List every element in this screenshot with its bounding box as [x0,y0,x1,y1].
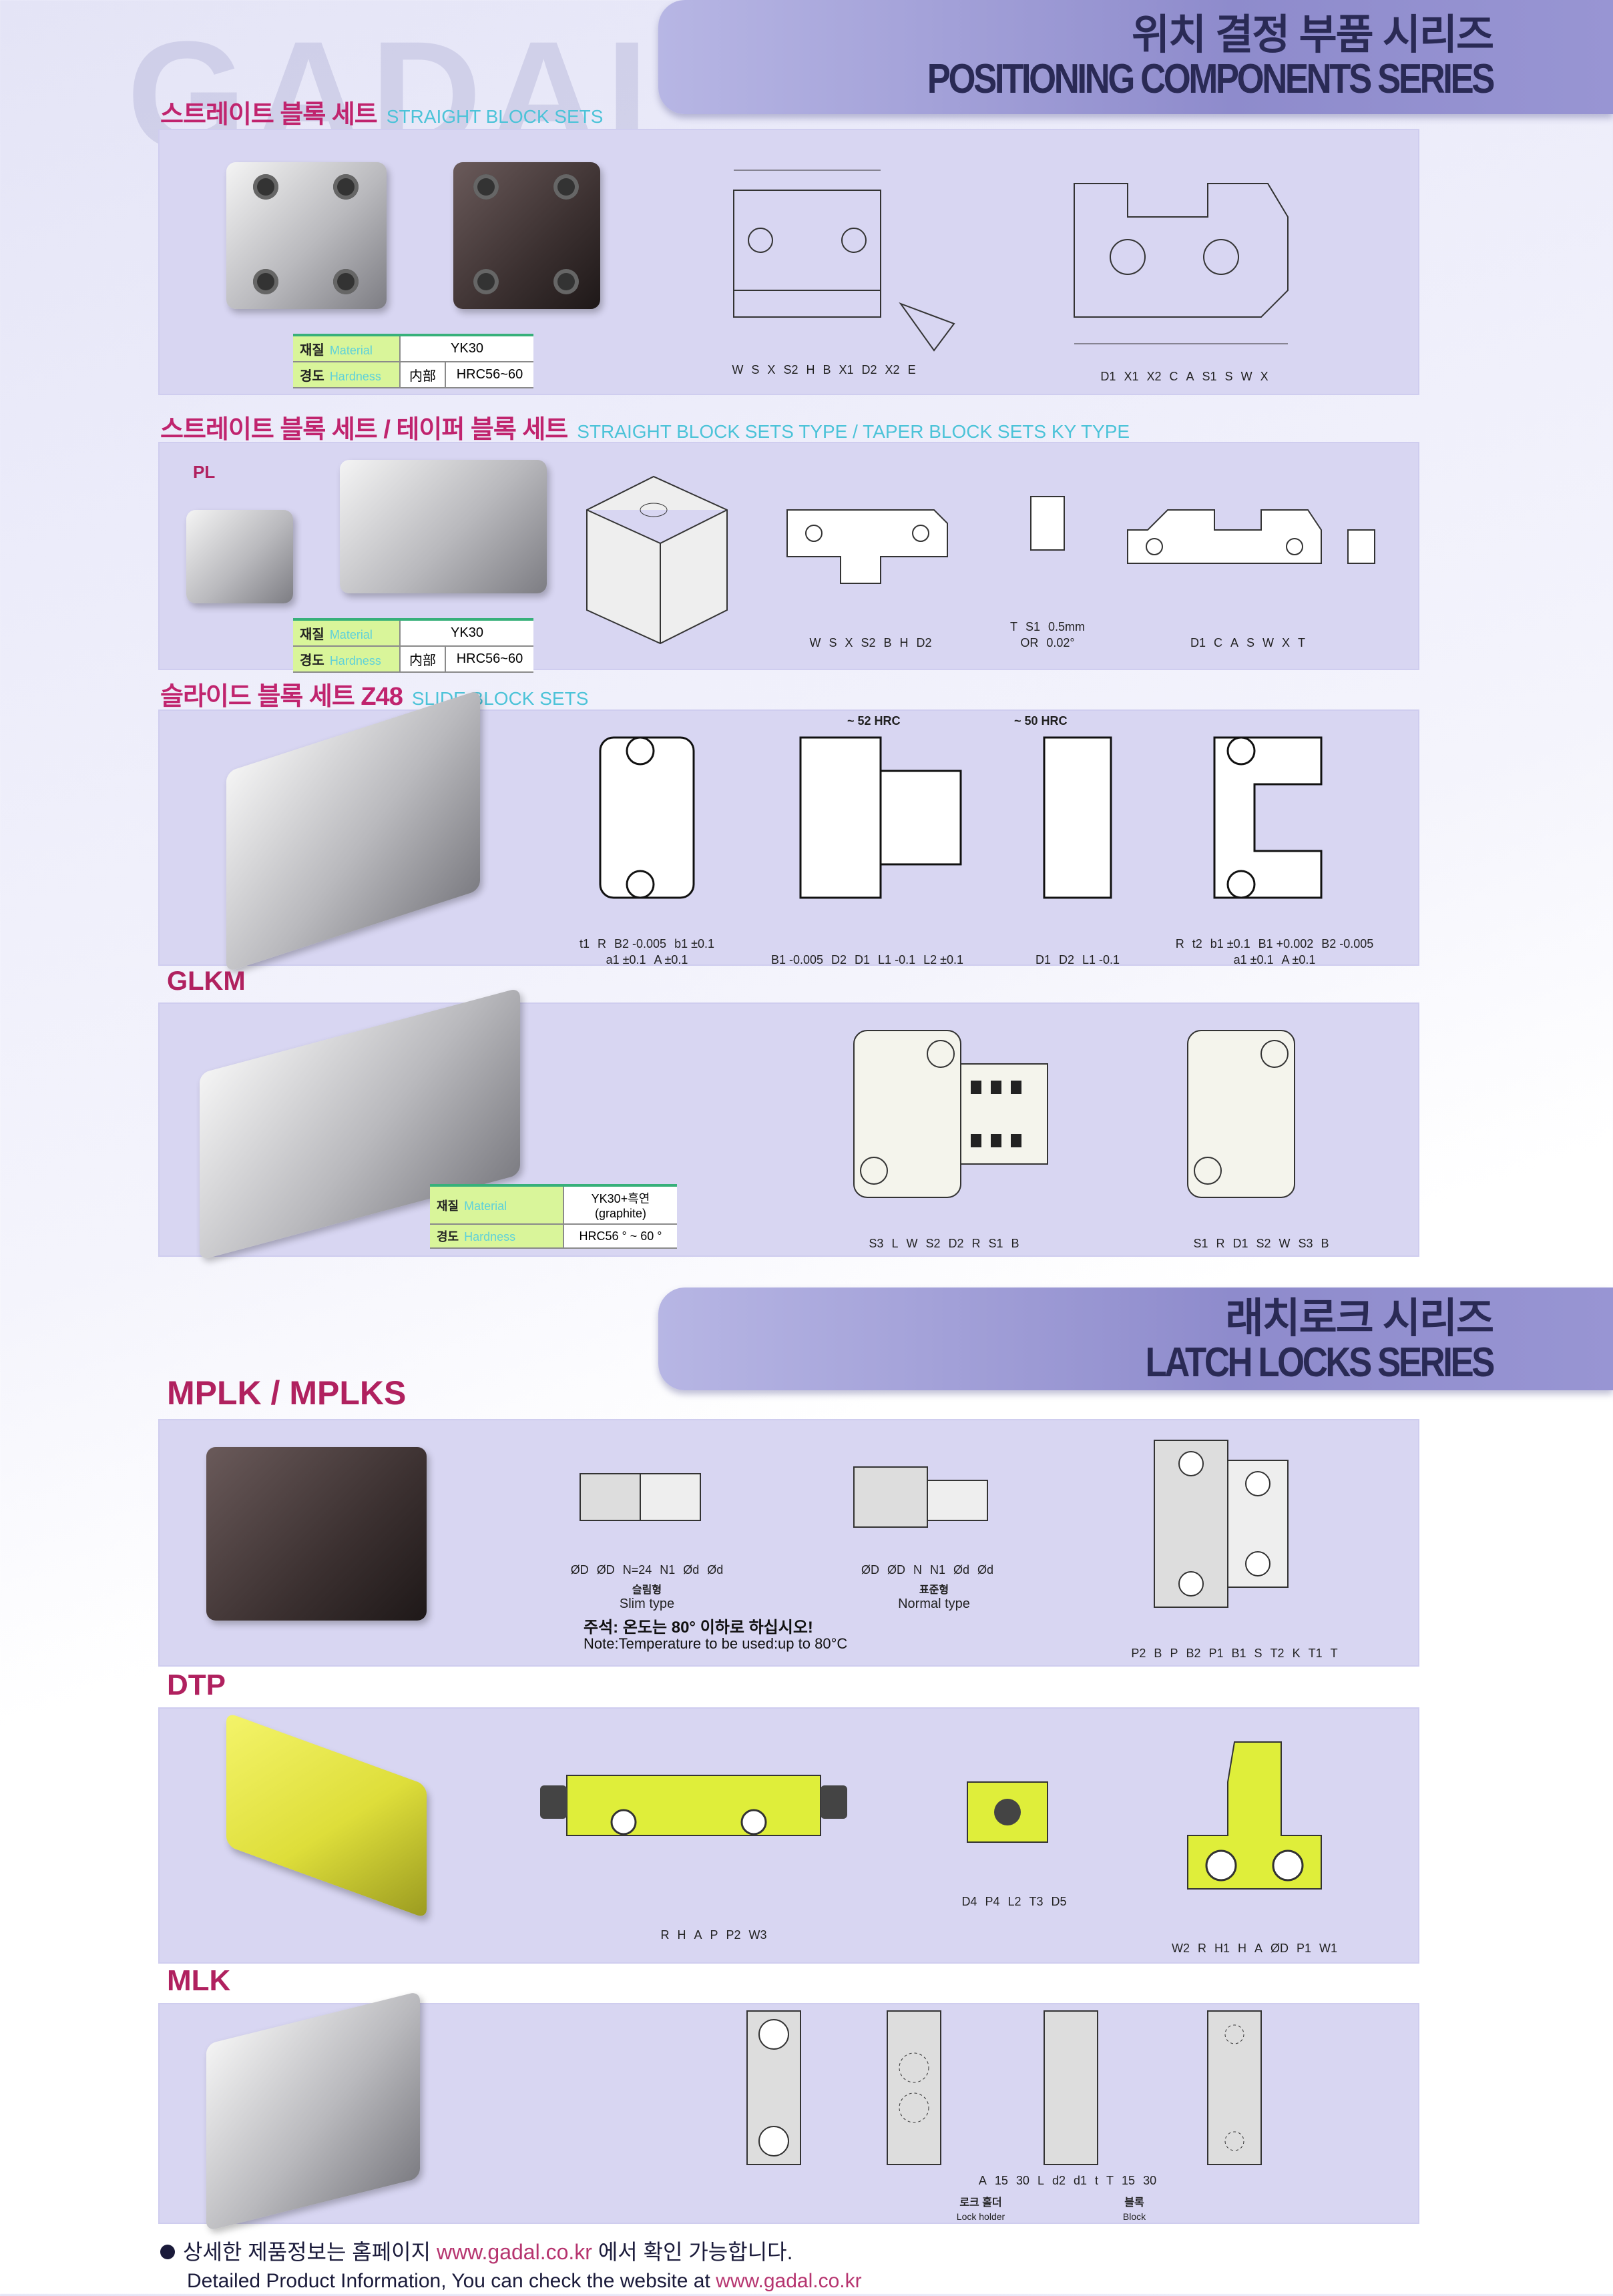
banner-title-ko: 래치로크 시리즈 [1225,1296,1494,1342]
banner-title-ko: 위치 결정 부품 시리즈 [1131,12,1494,58]
footer-info: 상세한 제품정보는 홈페이지 www.gadal.co.kr 에서 확인 가능합… [160,2237,862,2296]
section-title-taper: 스트레이트 블록 세트 / 테이퍼 블록 세트 STRAIGHT BLOCK SE… [160,408,1130,445]
material-value: YK30 [399,335,533,362]
hrc-label: ~ 50 HRC [1014,714,1068,728]
pl-label: PL [193,462,216,482]
section-title-dtp: DTP [167,1669,226,1701]
product-photo-dtp [226,1712,427,1919]
hardness-value: HRC56~60 [444,646,533,673]
banner-title-en: LATCH LOCKS SERIES [1145,1340,1495,1386]
temperature-note-en: Note:Temperature to be used:up to 80°C [584,1635,848,1652]
material-value: YK30+흑연(graphite) [563,1185,677,1225]
banner-title-en: POSITIONING COMPONENTS SERIES [927,56,1495,102]
product-photo-slide [226,689,480,972]
section-title-glkm: GLKM [167,966,246,996]
footer-line-en: Detailed Product Information, You can ch… [187,2270,862,2292]
product-photo-taper-large [340,460,547,593]
title-ko: 슬라이드 블록 세트 Z48 [160,683,403,711]
bullet-icon [160,2245,175,2259]
hardness-value: HRC56 ° ~ 60 ° [563,1224,677,1249]
title-en: STRAIGHT BLOCK SETS [386,106,604,127]
material-value: YK30 [399,619,533,647]
product-photo-mplk [206,1447,427,1621]
product-photo-straight-dark [453,162,600,309]
footer-line-ko: 상세한 제품정보는 홈페이지 www.gadal.co.kr 에서 확인 가능합… [160,2237,862,2267]
title-en: STRAIGHT BLOCK SETS TYPE / TAPER BLOCK S… [577,421,1130,442]
title-ko: 스트레이트 블록 세트 [160,101,378,129]
website-link-en[interactable]: www.gadal.co.kr [716,2270,862,2292]
hardness-inner: 内部 [399,362,445,388]
hardness-value: HRC56~60 [444,362,533,388]
hrc-label: ~ 52 HRC [847,714,901,728]
section-title-straight: 스트레이트 블록 세트 STRAIGHT BLOCK SETS [160,93,603,130]
section-title-mplk: MPLK / MPLKS [167,1374,407,1412]
latch-series-banner: 래치로크 시리즈 LATCH LOCKS SERIES [658,1287,1613,1390]
product-photo-mlk [206,1991,420,2231]
temperature-note-ko: 주석: 온도는 80° 이하로 하십시오! [584,1619,813,1637]
section-title-mlk: MLK [167,1964,231,1997]
drawing-mold-iso [573,463,740,650]
title-ko: 스트레이트 블록 세트 / 테이퍼 블록 세트 [160,416,568,444]
website-link[interactable]: www.gadal.co.kr [436,2240,592,2264]
positioning-series-banner: 위치 결정 부품 시리즈 POSITIONING COMPONENTS SERI… [658,0,1613,114]
hardness-inner: 内部 [399,646,445,673]
product-photo-taper-small [186,510,293,603]
product-photo-straight-silver [226,162,387,309]
